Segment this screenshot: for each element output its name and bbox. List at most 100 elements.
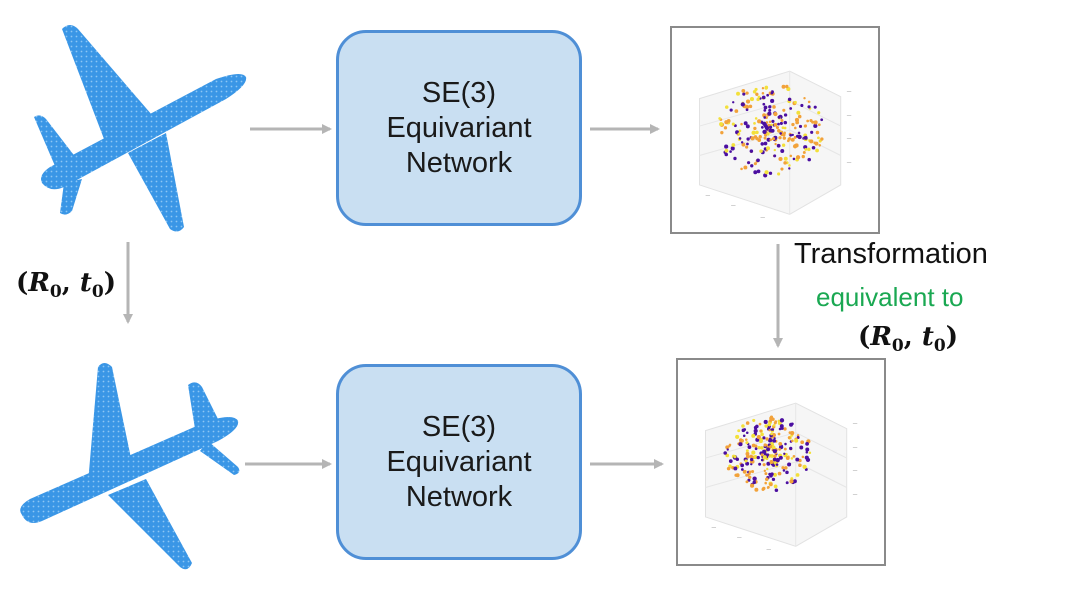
scatter-point xyxy=(777,122,780,126)
scatter-point xyxy=(726,466,731,471)
scatter-point xyxy=(742,92,746,96)
scatter-point xyxy=(758,135,762,139)
scatter-point xyxy=(746,473,750,477)
scatter-point xyxy=(799,445,804,450)
scatter-point xyxy=(787,97,792,102)
scatter-point xyxy=(745,480,749,484)
scatter-point xyxy=(778,441,783,446)
scatter-point xyxy=(814,141,819,146)
scatter-point xyxy=(754,117,758,120)
scatter-point xyxy=(789,446,793,451)
scatter-point xyxy=(802,150,806,154)
scatter-point xyxy=(741,142,746,147)
scatter-point xyxy=(750,457,754,462)
scatter-point xyxy=(767,111,772,116)
scatter-point xyxy=(773,472,777,477)
scatter-point xyxy=(766,146,770,151)
scatter-point xyxy=(755,92,759,96)
scatter-point xyxy=(729,108,733,112)
scatter-point xyxy=(775,463,779,466)
scatter-point xyxy=(809,139,814,144)
scatter-point xyxy=(763,122,767,127)
scatter-point xyxy=(763,443,767,447)
scatter-point xyxy=(808,451,812,455)
scatter-point xyxy=(770,472,774,476)
scatter-point xyxy=(778,136,782,140)
scatter-point xyxy=(768,429,771,432)
scatter-point xyxy=(768,108,772,112)
scatter-point xyxy=(753,170,758,175)
scatter-point xyxy=(817,111,821,115)
scatter-point xyxy=(788,164,791,167)
svg-text:—: — xyxy=(705,193,710,199)
scatter-point xyxy=(785,84,789,89)
scatter-point xyxy=(723,126,728,130)
scatter-point xyxy=(790,477,794,481)
scatter-point xyxy=(753,122,756,125)
scatter-point xyxy=(810,130,814,134)
scatter-point xyxy=(777,432,781,436)
scatter-point xyxy=(746,142,749,146)
scatter-point xyxy=(758,422,762,426)
scatter-point xyxy=(760,125,764,129)
scatter-point xyxy=(787,462,792,467)
scatter-point xyxy=(817,123,821,127)
scatter-point xyxy=(774,488,779,493)
scatter-point xyxy=(718,117,722,120)
scatter-point xyxy=(745,124,750,129)
scatter-point xyxy=(752,89,757,94)
scatter-point xyxy=(781,143,786,147)
scatter-point xyxy=(804,124,807,127)
scatter-point xyxy=(726,448,729,451)
scatter-point xyxy=(792,455,796,458)
scatter-point xyxy=(758,462,762,466)
svg-text:—: — xyxy=(766,546,771,552)
scatter-point xyxy=(769,444,773,449)
scatter-point xyxy=(796,434,800,437)
scatter-point xyxy=(742,434,746,437)
scatter-point xyxy=(755,130,759,135)
scatter-point xyxy=(773,484,778,489)
scatter-point xyxy=(788,431,792,434)
scatter-point xyxy=(783,156,788,161)
scatter-point xyxy=(784,442,787,446)
scatter-point xyxy=(766,467,769,471)
scatter-point xyxy=(724,105,729,109)
scatter-point xyxy=(771,445,776,450)
scatter-point xyxy=(737,429,741,433)
scatter-point xyxy=(743,470,747,474)
transformation-math-label: (R0, t0) xyxy=(858,322,959,357)
scatter-point xyxy=(798,124,803,129)
scatter-point xyxy=(781,466,785,470)
scatter-point xyxy=(773,111,778,117)
scatter-point xyxy=(761,95,766,100)
scatter-point xyxy=(780,167,784,171)
scatter-point xyxy=(768,105,772,109)
scatter-point xyxy=(783,113,788,117)
scatter-point xyxy=(807,105,811,109)
scatter-point xyxy=(772,438,777,443)
scatter-point xyxy=(780,119,784,122)
scatter-point xyxy=(744,459,748,463)
scatter-point xyxy=(794,117,800,122)
scatter-point xyxy=(772,449,777,454)
scatter-point xyxy=(729,150,732,153)
scatter-point xyxy=(805,447,810,452)
scatter-point xyxy=(745,91,749,95)
scatter-point xyxy=(726,119,731,123)
scatter-point xyxy=(740,122,743,126)
scatter-point xyxy=(740,141,744,144)
scatter-point xyxy=(784,466,788,470)
scatter-point xyxy=(762,129,767,135)
scatter-point xyxy=(725,445,730,450)
scatter-point xyxy=(762,463,766,467)
scatter-point xyxy=(731,122,735,126)
scatter-point xyxy=(818,144,821,147)
scatter-point xyxy=(820,137,824,141)
scatter-point xyxy=(753,126,757,131)
scatter-point xyxy=(770,428,773,431)
scatter-point xyxy=(760,120,764,123)
scatter-point xyxy=(794,143,799,148)
scatter-point xyxy=(740,463,745,468)
